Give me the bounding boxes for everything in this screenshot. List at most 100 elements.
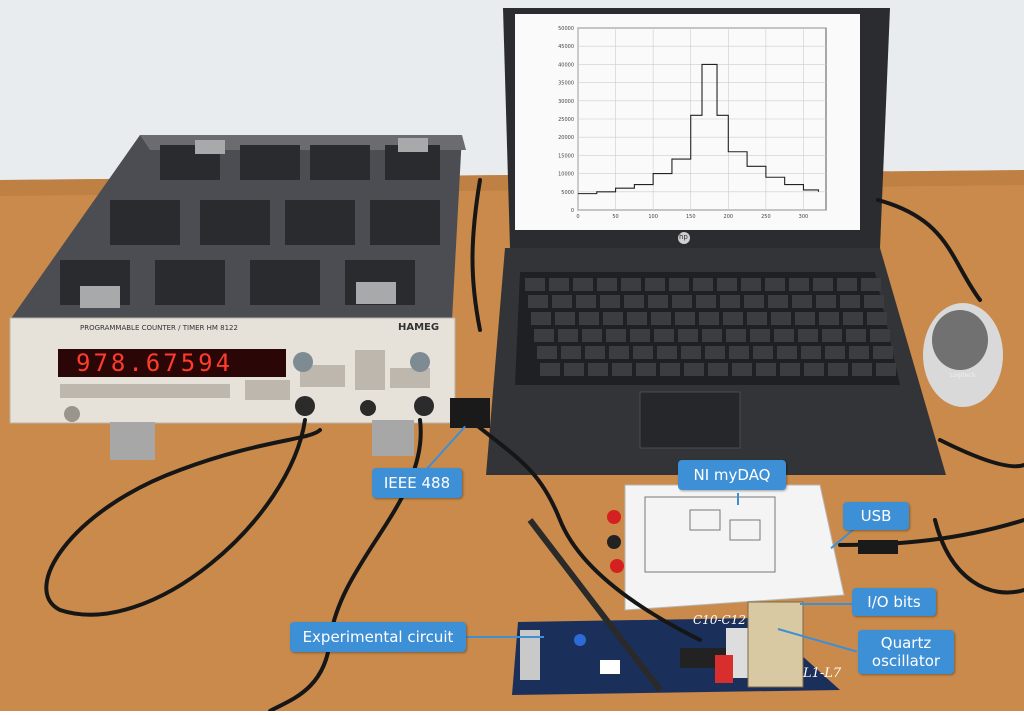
keyboard-key [696,295,716,308]
keyboard-key [777,346,797,359]
keyboard-key [876,363,896,376]
chart-y-tick-label: 30000 [558,99,574,105]
keyboard-key [582,329,602,342]
chart-y-tick-label: 10000 [558,172,574,178]
keyboard-key [723,312,743,325]
keyboard-key [648,295,668,308]
keyboard-key [816,295,836,308]
keyboard-key [606,329,626,342]
label-capacitors: C10-C12 [693,613,746,627]
chart-series-line [578,63,820,195]
keyboard-key [768,295,788,308]
keyboard-key [873,346,893,359]
keyboard-key [609,346,629,359]
keyboard-key [864,295,884,308]
keyboard-key [534,329,554,342]
callout-ni-mydaq: NI myDAQ [678,460,786,490]
chart-y-tick-label: 15000 [558,153,574,159]
keyboard-key [564,363,584,376]
keyboard-key [651,312,671,325]
keyboard-key [549,278,569,291]
keyboard-key [798,329,818,342]
laptop [486,8,946,475]
keyboard-key [624,295,644,308]
keyboard-key [801,346,821,359]
callout-usb: USB [843,502,909,530]
laptop-screen [515,14,860,230]
keyboard-key [756,363,776,376]
keyboard-key [525,278,545,291]
keyboard-key [843,312,863,325]
keyboard-key [531,312,551,325]
keyboard-key [558,329,578,342]
keyboard-key [528,295,548,308]
chart-x-tick-label: 150 [686,214,696,220]
keyboard-key [726,329,746,342]
keyboard-key [699,312,719,325]
keyboard-key [792,295,812,308]
keyboard-key [849,346,869,359]
keyboard-key [867,312,887,325]
keyboard-key [675,312,695,325]
keyboard-key [573,278,593,291]
keyboard-key [813,278,833,291]
usb-connector [858,540,898,554]
chart-y-tick-label: 20000 [558,135,574,141]
keyboard-key [846,329,866,342]
counter-model-text: PROGRAMMABLE COUNTER / TIMER HM 8122 [80,324,238,332]
keyboard-key [645,278,665,291]
keyboard-key [819,312,839,325]
keyboard-key [852,363,872,376]
counter-display-readout: 978.67594 [76,349,234,377]
keyboard-key [627,312,647,325]
keyboard-key [636,363,656,376]
keyboard-key [720,295,740,308]
keyboard-key [717,278,737,291]
keyboard-key [579,312,599,325]
keyboard-key [612,363,632,376]
keyboard-key [561,346,581,359]
keyboard-key [789,278,809,291]
keyboard-key [840,295,860,308]
keyboard-key [672,295,692,308]
keyboard-key [597,278,617,291]
keyboard-key [708,363,728,376]
leader-io [800,603,852,605]
counter-brand-logo: HAMEG [398,322,440,333]
keyboard-key [684,363,704,376]
keyboard-key [660,363,680,376]
keyboard-key [825,346,845,359]
counter-timer-device [9,135,466,460]
keyboard-key [828,363,848,376]
label-inductors: L1-L7 [803,666,842,681]
keyboard-key [693,278,713,291]
mouse [923,303,1003,407]
chart-y-tick-label: 35000 [558,81,574,87]
chart-x-tick-label: 250 [761,214,771,220]
keyboard-key [747,312,767,325]
keyboard-key [669,278,689,291]
touchpad [639,391,741,449]
chart-x-tick-label: 0 [576,214,579,220]
keyboard-key [621,278,641,291]
keyboard-key [780,363,800,376]
keyboard-key [861,278,881,291]
keyboard-key [603,312,623,325]
keyboard-key [795,312,815,325]
keyboard-key [657,346,677,359]
chart-x-tick-label: 300 [799,214,809,220]
keyboard-key [681,346,701,359]
keyboard-key [702,329,722,342]
keyboard-key [705,346,725,359]
chart-y-tick-label: 0 [571,208,574,214]
counter-display-window [58,349,286,377]
quartz-board [747,601,804,688]
keyboard-key [870,329,890,342]
keyboard-key [630,329,650,342]
keyboard-key [552,295,572,308]
keyboard-key [750,329,770,342]
chart-x-tick-label: 200 [724,214,734,220]
keyboard-key [744,295,764,308]
keyboard-key [774,329,794,342]
